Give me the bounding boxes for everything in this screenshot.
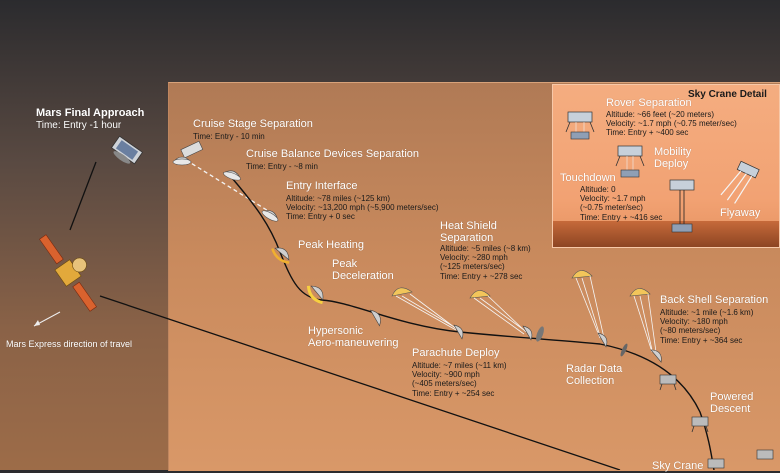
capsule-icon (306, 285, 324, 305)
arrow-head-icon (34, 320, 40, 326)
parachute-icon (469, 290, 544, 342)
sky-crane-icon (756, 449, 774, 460)
cruise-balance-time: Time: Entry - ~8 min (246, 162, 318, 171)
descent-stage-icon (691, 416, 709, 433)
rover-separation-icon (565, 111, 595, 140)
cruise-stage-icon (180, 140, 204, 159)
peak-heating-title: Peak Heating (298, 239, 365, 251)
back-shell-details: Altitude: ~1 mile (~1.6 km) Velocity: ~1… (660, 308, 754, 345)
cruise-dash (185, 159, 271, 213)
descent-stage-icon (707, 458, 725, 469)
touchdown-details: Altitude: 0 Velocity: ~1.7 mph (~0.75 me… (580, 185, 663, 222)
descent-stage-icon (659, 374, 677, 391)
parachute-icon (629, 288, 662, 363)
approach-time: Time: Entry -1 hour (36, 120, 122, 131)
capsule-icon (222, 170, 241, 181)
capsule-icon (261, 210, 279, 222)
cruise-stage-title: Cruise Stage Separation (193, 118, 313, 130)
parachute-icon (391, 287, 464, 340)
radar-title: Radar Data Collection (566, 363, 623, 387)
back-shell-title: Back Shell Separation (660, 294, 769, 306)
rover-sep-title: Rover Separation (606, 97, 692, 109)
mars-ground (553, 221, 779, 247)
capsule-icon (172, 156, 192, 166)
parachute-icon (571, 270, 628, 357)
touchdown-title: Touchdown (560, 172, 616, 184)
powered-title: Powered Descent (710, 391, 754, 415)
heat-shield-title: Heat Shield Separation (440, 220, 497, 244)
entry-interface-title: Entry Interface (286, 180, 358, 192)
sky-crane-title: Sky Crane (652, 460, 704, 472)
capsule-icon (369, 309, 381, 327)
cruise-stage-time: Time: Entry - 10 min (193, 132, 265, 141)
spacecraft-approach-icon (110, 135, 144, 165)
parachute-details: Altitude: ~7 miles (~11 km) Velocity: ~9… (412, 361, 507, 398)
flyaway-icon (720, 160, 760, 204)
rover-sep-details: Altitude: ~66 feet (~20 meters) Velocity… (606, 110, 737, 138)
mobility-title: Mobility Deploy (654, 146, 692, 170)
earth-line (69, 161, 97, 231)
mars-express-icon (39, 234, 97, 312)
capsule-icon (271, 247, 290, 264)
inset-title: Sky Crane Detail (688, 89, 767, 100)
parachute-title: Parachute Deploy (412, 347, 500, 359)
mobility-deploy-icon (615, 145, 645, 178)
touchdown-icon (669, 179, 695, 233)
earth-line-long (99, 295, 621, 470)
peak-decel-title: Peak Deceleration (332, 258, 394, 282)
entry-interface-details: Altitude: ~78 miles (~125 km) Velocity: … (286, 194, 439, 222)
cruise-balance-title: Cruise Balance Devices Separation (246, 148, 420, 160)
heat-shield-details: Altitude: ~5 miles (~8 km) Velocity: ~28… (440, 244, 531, 281)
approach-title: Mars Final Approach (36, 107, 145, 119)
mars-express-label: Mars Express direction of travel (6, 339, 133, 349)
flyaway-title: Flyaway (720, 207, 761, 219)
hypersonic-title: Hypersonic Aero-maneuvering (308, 325, 399, 349)
